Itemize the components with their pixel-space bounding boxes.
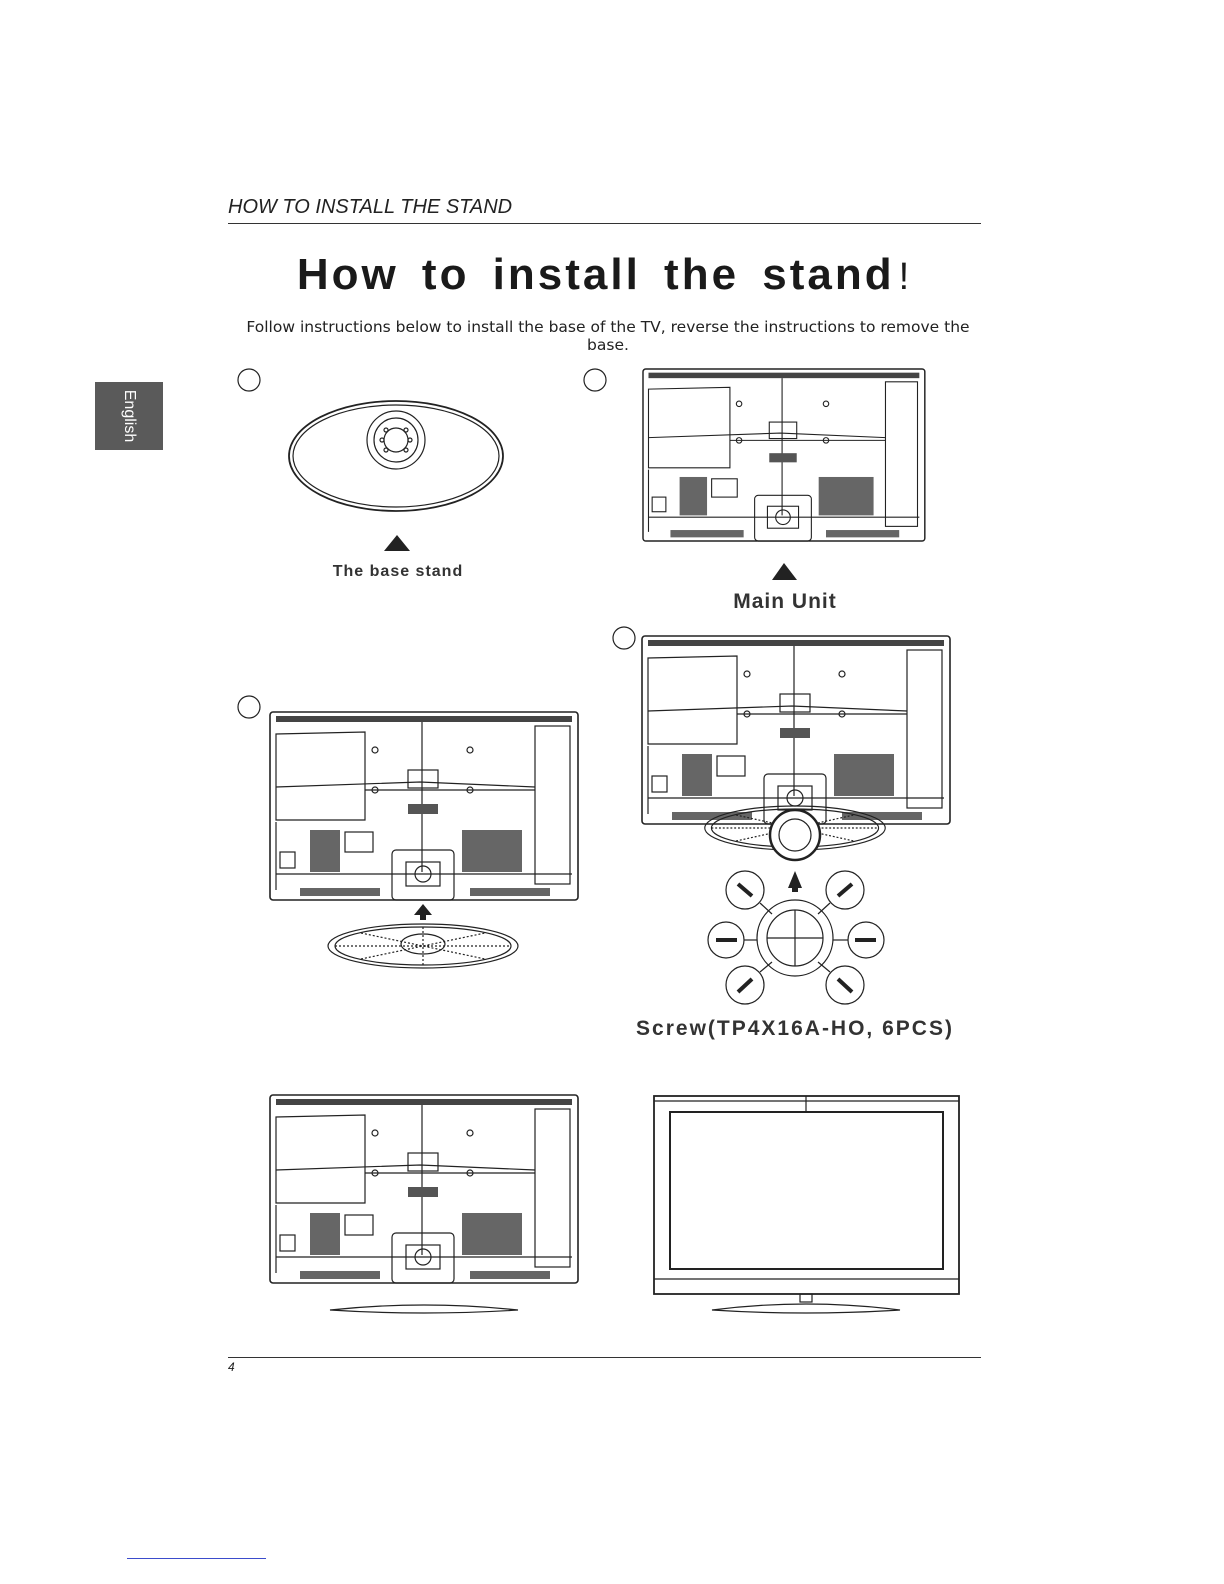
footer-divider <box>228 1357 981 1358</box>
main-unit-drawing <box>643 369 925 541</box>
step-circle-4 <box>613 627 635 649</box>
base-stand-caption: The base stand <box>300 563 496 581</box>
step-circle-2 <box>584 369 606 391</box>
page-number: 4 <box>228 1360 235 1374</box>
main-unit-caption: Main Unit <box>700 590 870 614</box>
base-stand-drawing <box>289 401 503 551</box>
tv-stand-attached-drawing <box>642 636 950 824</box>
tv-with-stand-drawing <box>270 712 578 900</box>
step-circle-1 <box>238 369 260 391</box>
assembled-front-drawing <box>654 1096 959 1313</box>
step-circle-3 <box>238 696 260 718</box>
link-underline <box>127 1558 266 1559</box>
assembled-back-drawing <box>270 1095 578 1283</box>
screw-caption: Screw(TP4X16A-HO, 6PCS) <box>620 1017 970 1041</box>
